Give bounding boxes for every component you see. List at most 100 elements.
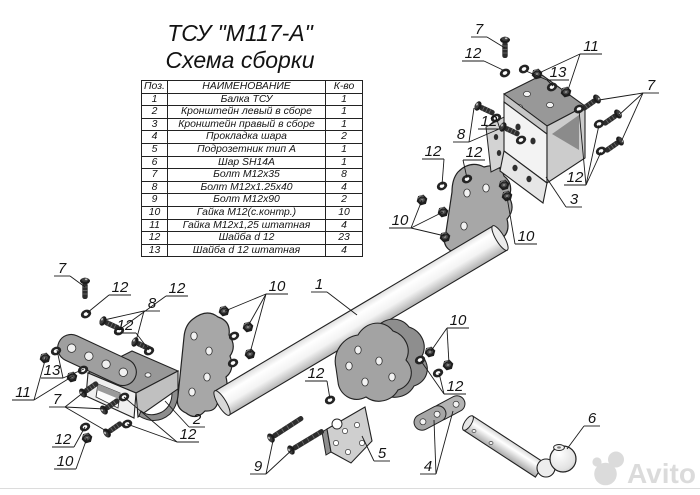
cell-pos: 12: [141, 231, 168, 245]
svg-text:12: 12: [112, 279, 129, 296]
cell-qty: 4: [325, 243, 363, 258]
nut-icon: [241, 320, 255, 334]
holes: [333, 422, 365, 455]
cell-qty: 1: [325, 155, 363, 170]
nut-icon: [441, 358, 455, 372]
cell-pos: 5: [141, 142, 168, 157]
cell-name: Болт М12х90: [167, 193, 326, 207]
bolt-icon: [499, 36, 511, 59]
svg-text:10: 10: [392, 212, 409, 229]
callout-7: 7: [471, 21, 506, 49]
header-name: НАИМЕНОВАНИЕ: [167, 80, 326, 94]
cell-pos: 4: [141, 130, 168, 144]
cell-qty: 1: [325, 142, 363, 157]
svg-text:4: 4: [424, 458, 432, 475]
svg-text:10: 10: [57, 453, 74, 470]
cell-name: Болт М12х1.25х40: [167, 180, 326, 195]
beam-centre-bracket: [334, 318, 428, 402]
cell-qty: 8: [325, 168, 363, 182]
cell-qty: 4: [325, 180, 363, 195]
svg-text:8: 8: [457, 126, 466, 143]
nut-icon: [243, 347, 257, 361]
title-model: ТСУ "M117-A": [167, 20, 313, 46]
svg-text:2: 2: [192, 411, 202, 428]
cell-pos: 6: [141, 155, 168, 170]
callout-12: 12: [462, 45, 506, 72]
cell-name: Прокладка шара: [167, 130, 326, 144]
svg-text:10: 10: [518, 228, 535, 245]
cell-qty: 1: [325, 92, 363, 107]
cell-qty: 1: [325, 117, 363, 132]
cell-name: Подрозетник тип А: [167, 142, 326, 157]
cell-name: Шайба d 12: [167, 231, 326, 245]
cell-qty: 2: [325, 193, 363, 207]
callout-11: 11: [12, 356, 74, 401]
callout-12: 12: [564, 109, 602, 186]
svg-text:8: 8: [148, 295, 157, 312]
svg-text:13: 13: [44, 362, 61, 379]
cell-name: Шайба d 12 штатная: [167, 243, 326, 258]
svg-text:9: 9: [254, 458, 263, 475]
callout-11: 11: [538, 38, 602, 91]
callout-12: 12: [114, 317, 150, 351]
left-bracket-assembly: [57, 333, 180, 421]
callout-7: 7: [598, 77, 659, 143]
right-bracket-assembly: [485, 74, 587, 204]
cell-name: Шар SH14A: [167, 155, 326, 170]
holes: [188, 331, 213, 397]
callout-12: 12: [422, 143, 445, 186]
svg-text:12: 12: [169, 280, 186, 297]
callout-13: 13: [41, 349, 85, 379]
callout-12: 12: [86, 279, 131, 314]
svg-text:12: 12: [567, 169, 584, 186]
title-subtitle: Схема сборки: [165, 47, 315, 73]
callout-10: 10: [430, 312, 469, 365]
svg-text:13: 13: [550, 64, 567, 81]
callout-3: 3: [545, 176, 582, 208]
callout-9: 9: [250, 435, 295, 475]
cell-name: Кронштейн правый в сборе: [167, 117, 326, 132]
washer-icon: [323, 394, 337, 406]
long-bolt-icon: [265, 412, 307, 445]
bolt-icon: [101, 418, 126, 440]
watermark: Avito: [592, 451, 696, 489]
callout-10: 10: [506, 196, 537, 245]
watermark-text: Avito: [627, 458, 696, 489]
washer-icon: [431, 367, 445, 379]
callout-1: 1: [311, 276, 358, 316]
callout-7: 7: [54, 260, 86, 288]
ball-spacer-plates: [413, 395, 466, 431]
callout-10: 10: [54, 437, 88, 470]
cell-pos: 13: [141, 243, 168, 258]
svg-text:11: 11: [15, 384, 31, 401]
bolt-icon: [601, 134, 626, 156]
svg-text:7: 7: [475, 21, 484, 38]
svg-text:1: 1: [315, 276, 323, 293]
callout-5: 5: [361, 435, 390, 462]
callout-12: 12: [123, 396, 199, 443]
callout-2: 2: [164, 400, 205, 428]
callout-12: 12: [420, 360, 466, 395]
svg-text:12: 12: [117, 317, 134, 334]
cell-pos: 9: [141, 193, 168, 207]
svg-text:12: 12: [425, 143, 442, 160]
svg-text:12: 12: [180, 426, 197, 443]
cell-name: Кронштейн левый в сборе: [167, 105, 326, 119]
svg-text:7: 7: [58, 260, 67, 277]
callout-13: 13: [525, 64, 569, 87]
ball-hitch: [462, 415, 577, 478]
washer-icon: [594, 145, 608, 157]
callout-12: 12: [462, 144, 485, 179]
svg-text:12: 12: [447, 378, 464, 395]
svg-text:12: 12: [466, 144, 483, 161]
